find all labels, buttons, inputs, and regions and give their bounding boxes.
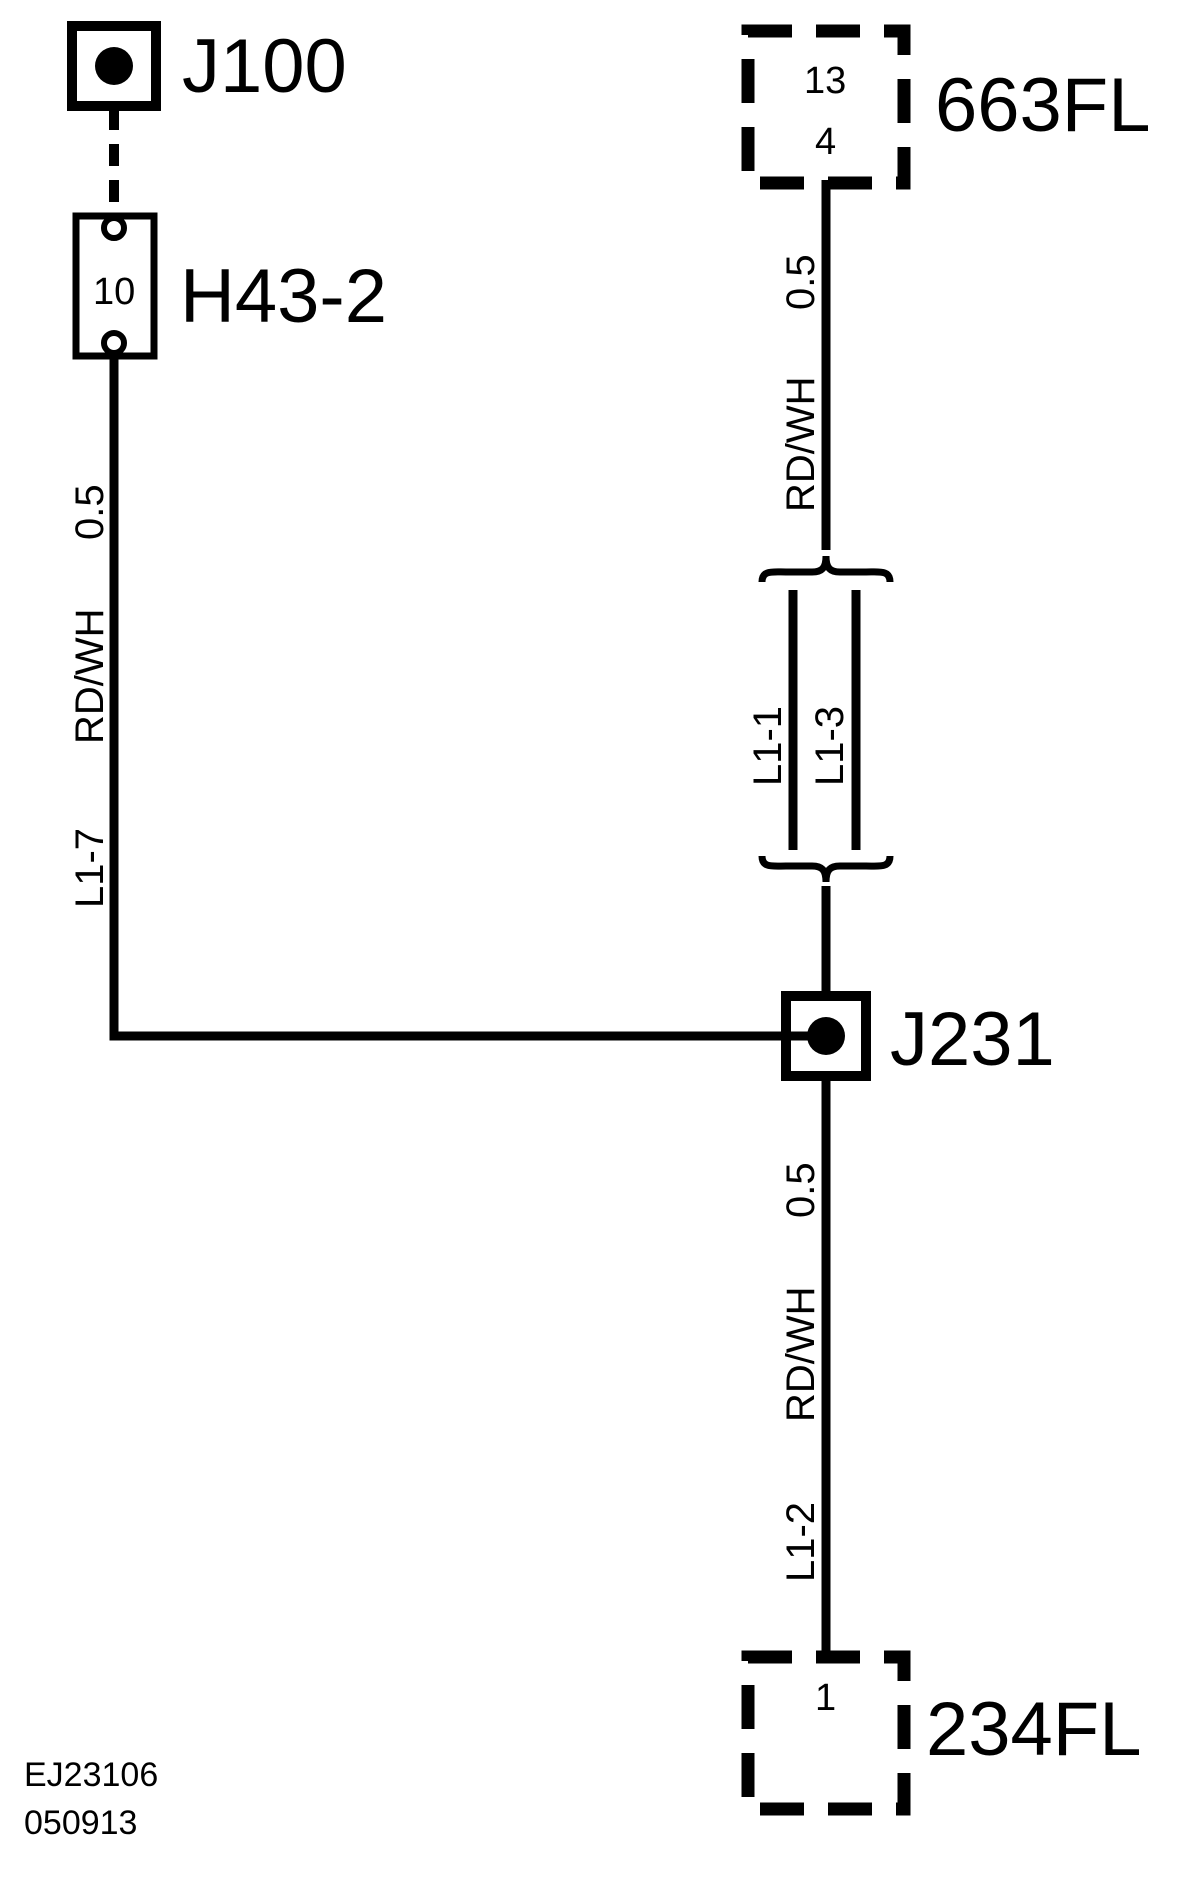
wire-upper-right-color: RD/WH — [779, 376, 823, 512]
c663fl-connector-box — [741, 24, 911, 190]
j231-terminal-dot — [807, 1017, 845, 1055]
wire-l1-2-circuit: L1-2 — [779, 1502, 823, 1582]
c234fl-label: 234FL — [926, 1687, 1142, 1772]
wire-upper-right-size: 0.5 — [779, 254, 823, 310]
j100-label: J100 — [182, 24, 347, 109]
splice-bottom-brace — [758, 855, 894, 883]
wire-l1-7 — [109, 353, 826, 1041]
j100-terminal-dot — [95, 47, 133, 85]
h43-2-upper-terminal — [101, 215, 127, 241]
c234fl-connector-box — [741, 1650, 911, 1816]
j100-connector-box — [67, 21, 161, 111]
c663fl-label: 663FL — [935, 63, 1151, 148]
wire-l1-7-circuit: L1-7 — [68, 828, 112, 908]
splice-wire-l1-1-label: L1-1 — [746, 706, 790, 786]
c234fl-pin: 1 — [815, 1677, 836, 1719]
wire-l1-7-color: RD/WH — [68, 608, 112, 744]
c663fl-pin-bottom: 4 — [815, 121, 836, 163]
doc-date: 050913 — [24, 1804, 137, 1842]
splice-top-brace — [758, 555, 894, 583]
wire-l1-2-size: 0.5 — [779, 1162, 823, 1218]
h43-2-lower-terminal — [101, 330, 127, 356]
j231-label: J231 — [890, 997, 1055, 1082]
h43-2-label: H43-2 — [180, 254, 387, 339]
h43-2-pin-number: 10 — [93, 271, 135, 313]
c663fl-pin-top: 13 — [804, 60, 846, 102]
wire-l1-7-size: 0.5 — [68, 484, 112, 540]
wire-l1-2-color: RD/WH — [779, 1286, 823, 1422]
doc-id: EJ23106 — [24, 1756, 158, 1794]
splice-wire-l1-3-label: L1-3 — [808, 706, 852, 786]
